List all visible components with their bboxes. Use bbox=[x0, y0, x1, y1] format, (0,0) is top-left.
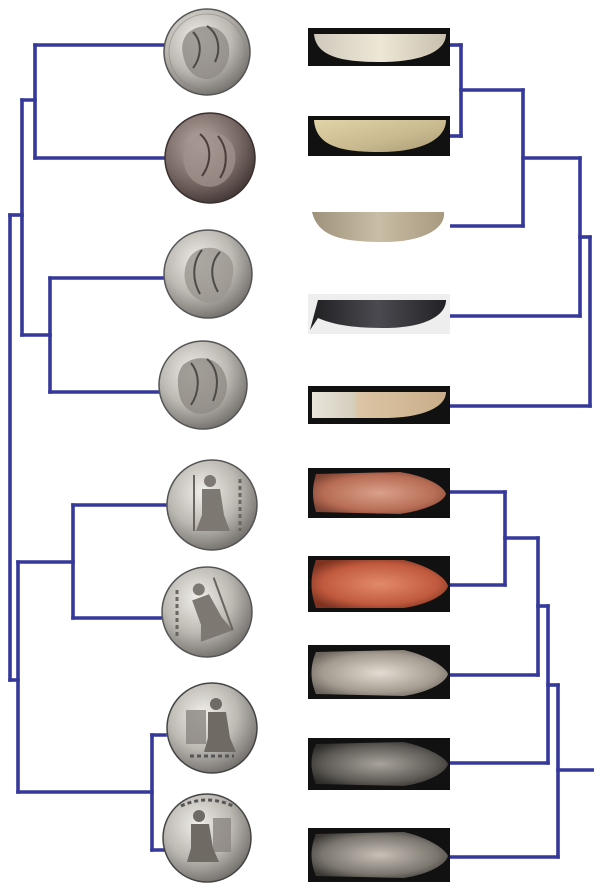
point-item bbox=[308, 738, 450, 790]
blade-item bbox=[308, 205, 450, 247]
point-item bbox=[308, 556, 450, 612]
coin-hercules-head bbox=[159, 341, 247, 429]
point-item bbox=[308, 468, 450, 518]
coin-seated-zeus bbox=[167, 460, 257, 550]
left-dendrogram bbox=[10, 45, 165, 850]
right-dendrogram bbox=[450, 45, 594, 857]
coin-seated-zeus bbox=[167, 683, 257, 773]
coin-seated-zeus bbox=[162, 567, 252, 657]
blade-column bbox=[308, 28, 450, 424]
coin-hercules-head bbox=[164, 9, 250, 95]
point-column bbox=[308, 468, 450, 882]
coin-hercules-head bbox=[165, 113, 255, 203]
blade-item bbox=[308, 28, 450, 66]
blade-item bbox=[308, 294, 450, 334]
blade-item bbox=[308, 116, 450, 156]
point-item bbox=[308, 645, 450, 699]
coin-hercules-head bbox=[164, 230, 252, 318]
coin-seated-zeus bbox=[163, 794, 251, 882]
point-item bbox=[308, 828, 450, 882]
coin-column bbox=[159, 9, 257, 882]
blade-item bbox=[308, 386, 450, 424]
